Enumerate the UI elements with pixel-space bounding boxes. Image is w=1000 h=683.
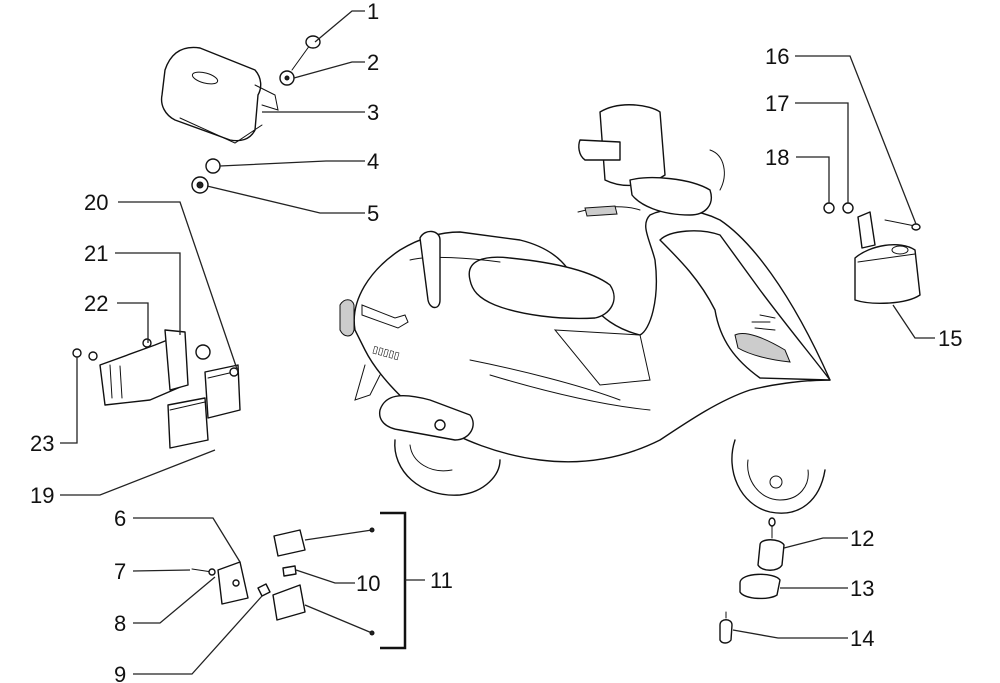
callout-14: 14 (850, 626, 874, 651)
callout-21: 21 (84, 241, 108, 266)
relay-group (823, 202, 921, 304)
callout-9: 9 (114, 662, 126, 683)
callout-12: 12 (850, 526, 874, 551)
callout-11: 11 (430, 568, 453, 593)
fuse-box-group (191, 511, 425, 650)
switch-group (719, 517, 785, 644)
callout-19: 19 (30, 483, 54, 508)
callout-22: 22 (84, 291, 108, 316)
callout-13: 13 (850, 576, 874, 601)
callout-17: 17 (765, 91, 789, 116)
callout-1: 1 (367, 0, 379, 24)
callout-4: 4 (367, 149, 379, 174)
scooter-illustration: ▯▯▯▯▯ (339, 104, 831, 514)
leader-lines (60, 10, 935, 675)
callout-6: 6 (114, 506, 126, 531)
callout-2: 2 (367, 50, 379, 75)
callout-23: 23 (30, 431, 54, 456)
callout-18: 18 (765, 145, 789, 170)
callout-3: 3 (367, 100, 379, 125)
callout-10: 10 (356, 571, 380, 596)
relay-bracket-group (72, 329, 241, 449)
callout-8: 8 (114, 611, 126, 636)
callout-labels: 1 2 3 4 5 6 7 8 9 10 11 12 13 14 15 16 1… (30, 0, 962, 683)
regulator-group (160, 35, 321, 194)
callout-15: 15 (938, 326, 962, 351)
callout-7: 7 (114, 559, 126, 584)
callout-5: 5 (367, 201, 379, 226)
callout-16: 16 (765, 44, 789, 69)
callout-20: 20 (84, 190, 108, 215)
